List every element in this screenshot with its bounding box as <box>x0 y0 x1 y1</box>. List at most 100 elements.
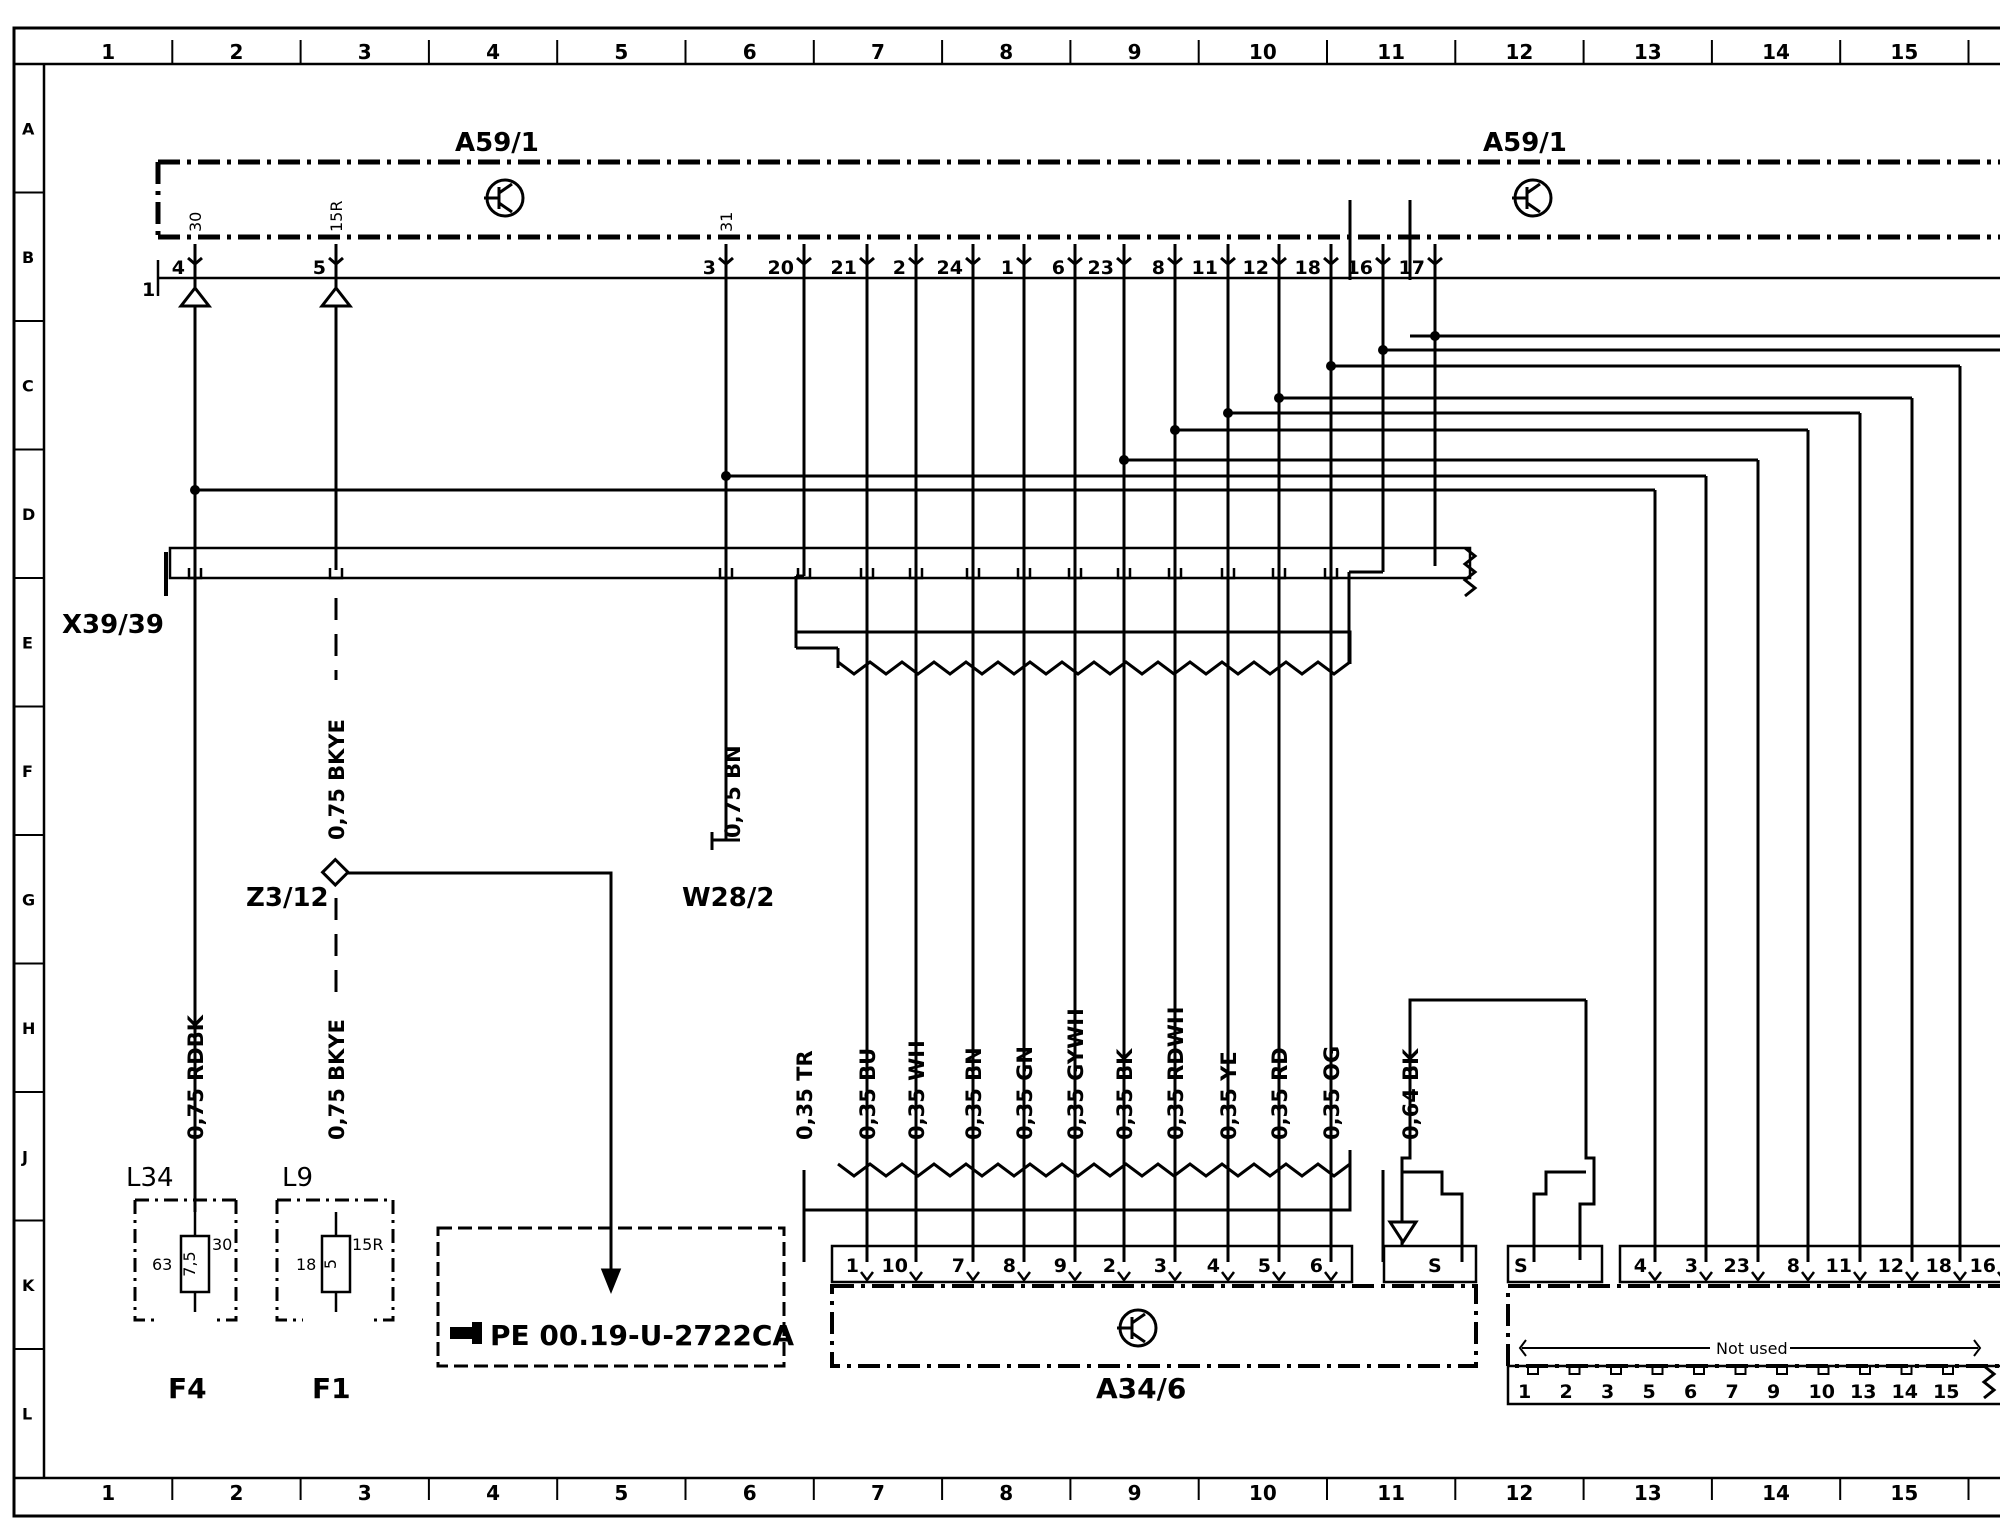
frame <box>12 26 2000 1518</box>
transistor-icon <box>1512 178 1553 218</box>
x39-pin-marker <box>1116 568 1132 580</box>
grid-row-label: F <box>22 762 33 781</box>
hand-pointer-icon <box>450 1322 482 1344</box>
wire-label: 0,35 TR <box>793 1050 817 1140</box>
header-pin-terminal: 31 <box>717 212 736 232</box>
f1-value: 5 <box>321 1259 340 1269</box>
x39-pin-marker <box>1167 568 1183 580</box>
header-pin-number: 1 <box>1001 257 1014 279</box>
wire-label: 0,35 BN <box>962 1047 986 1140</box>
f4-value: 7,5 <box>180 1251 199 1276</box>
grid-row-label: H <box>22 1019 35 1038</box>
wire-label: 0,35 WH <box>905 1040 929 1140</box>
pin-marker <box>328 256 344 266</box>
x39-pin-marker <box>965 568 981 580</box>
twisted-pair-top <box>796 630 1352 1212</box>
x39-pin-marker <box>908 568 924 580</box>
a34-pin-number: 7 <box>952 1255 965 1277</box>
wire-064-bk <box>1400 998 1596 1262</box>
grid-column-label: 9 <box>1128 40 1142 64</box>
x39-pin-marker <box>1271 568 1287 580</box>
a34-pin-marker <box>1017 1271 1031 1283</box>
header-pin-number: 4 <box>172 257 185 279</box>
header-pin-number: 17 <box>1399 257 1425 279</box>
grid-row-label: K <box>22 1276 35 1295</box>
a34-pin-number: 9 <box>1054 1255 1067 1277</box>
a34-pin-marker <box>909 1271 923 1283</box>
x39-pin-marker <box>187 568 203 580</box>
header-lead-number: 1 <box>142 279 155 301</box>
grid-column-label: 7 <box>871 1481 885 1505</box>
right-bottom-pin-marker <box>1527 1366 1539 1375</box>
grid-column-label: 5 <box>614 1481 628 1505</box>
header-pin-number: 8 <box>1152 257 1165 279</box>
a34-pin-number: 1 <box>846 1255 859 1277</box>
pin-marker <box>1220 256 1236 266</box>
a34-pin-number: 3 <box>1154 1255 1167 1277</box>
pin-marker <box>1067 256 1083 266</box>
grid-column-label: 10 <box>1249 1481 1277 1505</box>
x39-pin-marker <box>718 568 734 580</box>
grid-row-label: J <box>21 1147 28 1166</box>
x39-pin-marker <box>1220 568 1236 580</box>
x39-pin-marker <box>1067 568 1083 580</box>
header-pin-terminal: 30 <box>186 212 205 232</box>
grid-column-label: 15 <box>1890 1481 1918 1505</box>
right-connector-shield <box>1506 1244 1604 1284</box>
x39-label: X39/39 <box>62 610 164 640</box>
right-bottom-pin-number: 9 <box>1767 1381 1780 1403</box>
grid-column-label: 3 <box>358 1481 372 1505</box>
right-pin-number: 12 <box>1878 1255 1904 1277</box>
x39-pin-markers <box>187 568 1339 580</box>
a34-pin-number: 10 <box>882 1255 908 1277</box>
x39-connector-strip <box>164 546 1478 598</box>
grid-column-label: 4 <box>486 1481 500 1505</box>
a34-pin-marker <box>1117 1271 1131 1283</box>
grid-column-label: 13 <box>1634 1481 1662 1505</box>
right-bottom-pin-marker <box>1610 1366 1622 1375</box>
fuse-f1 <box>275 1198 395 1322</box>
wire-label: 0,35 GN <box>1013 1046 1037 1140</box>
f4-pin-right: 30 <box>212 1235 232 1254</box>
a34-pin-number: 5 <box>1258 1255 1271 1277</box>
grid-column-label: 13 <box>1634 40 1662 64</box>
grid-column-label: 1 <box>101 1481 115 1505</box>
wire-label: 0,35 BU <box>856 1048 880 1140</box>
grid-column-label: 2 <box>229 1481 243 1505</box>
a34-module-box <box>830 1284 1478 1368</box>
reference-box <box>436 1226 786 1368</box>
right-bottom-pin-marker <box>1942 1366 1954 1375</box>
reference-text[interactable]: PE 00.19-U-2722CA <box>490 1319 794 1352</box>
grid-row-label: D <box>22 505 35 524</box>
right-bottom-pin-number: 7 <box>1726 1381 1739 1403</box>
header-pin-terminal: 15R <box>327 201 346 232</box>
a59-module-box <box>155 159 2000 240</box>
right-bottom-pin-marker <box>1651 1366 1664 1375</box>
wire-lines <box>193 200 2000 1262</box>
header-pin-number: 12 <box>1243 257 1269 279</box>
header-pin-number: 16 <box>1347 257 1373 279</box>
grid-column-label: 6 <box>743 1481 757 1505</box>
grid-column-label: 14 <box>1762 1481 1790 1505</box>
wire-label: 0,35 OG <box>1320 1046 1344 1140</box>
right-bottom-pin-marker <box>1900 1366 1913 1375</box>
x39-pin-marker <box>1323 568 1339 580</box>
wire-label: 0,35 BK <box>1113 1048 1137 1140</box>
grid-column-label: 5 <box>614 40 628 64</box>
right-bottom-pin-number: 13 <box>1850 1381 1876 1403</box>
header-pin-number: 23 <box>1088 257 1114 279</box>
a34-pin-marker <box>1068 1271 1082 1283</box>
pin-marker <box>1375 256 1391 266</box>
pin-marker <box>1016 256 1032 266</box>
pin-marker <box>1323 256 1339 266</box>
right-pin-marker <box>1953 1271 1967 1283</box>
right-pin-number: S <box>1514 1255 1528 1277</box>
right-pin-number: 4 <box>1634 1255 1647 1277</box>
pin-marker <box>965 256 981 266</box>
grid-ticks <box>14 40 1970 1500</box>
junction-dots <box>190 331 1440 495</box>
grid-row-label: L <box>22 1404 32 1423</box>
right-bottom-pin-marker <box>1776 1366 1788 1375</box>
